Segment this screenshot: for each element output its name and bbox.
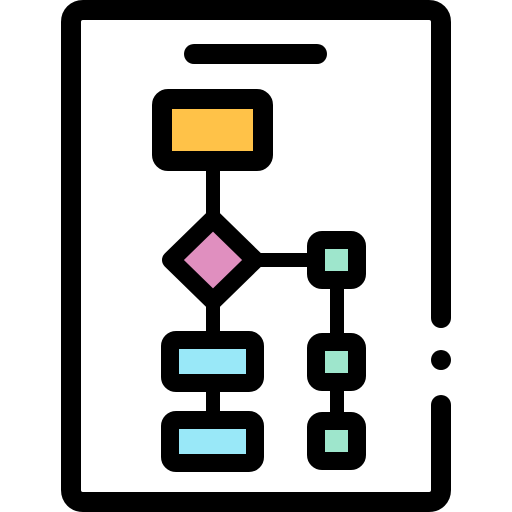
node-box — [307, 333, 366, 391]
node-box — [307, 412, 366, 470]
process-box — [161, 411, 264, 472]
node-box — [307, 231, 366, 289]
document-edge-dot — [431, 350, 451, 370]
process-box — [161, 331, 264, 392]
document-outline — [61, 0, 451, 512]
decision-diamond — [162, 210, 264, 310]
start-box — [152, 89, 273, 171]
